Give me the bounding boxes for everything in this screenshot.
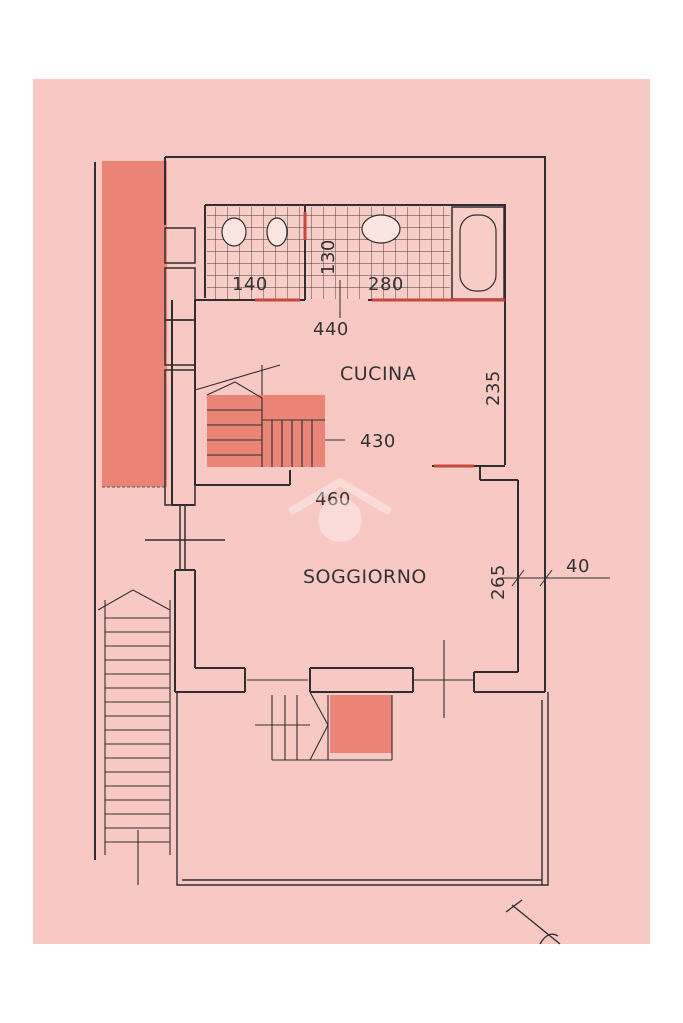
dim-kitchen-width-bottom: 430 xyxy=(360,431,396,452)
watermark-logo xyxy=(287,477,393,542)
dimension-lines xyxy=(325,280,610,587)
bathtub-inner xyxy=(459,214,497,292)
dim-kitchen-depth: 235 xyxy=(483,370,504,406)
entrance-steps xyxy=(247,640,474,761)
toilet-fixture xyxy=(221,217,247,247)
dim-bath-depth: 130 xyxy=(318,239,339,275)
bathroom-tiles xyxy=(207,207,450,299)
room-label-kitchen: CUCINA xyxy=(340,363,416,385)
north-arrow xyxy=(505,899,561,945)
dim-living-width: 460 xyxy=(315,489,351,510)
dim-living-depth: 265 xyxy=(488,564,509,600)
bidet-fixture xyxy=(266,217,288,247)
red-wall-accents xyxy=(255,212,505,468)
exterior-staircase xyxy=(97,589,171,885)
exterior-hatch-strip xyxy=(102,161,167,487)
internal-stair xyxy=(194,364,325,467)
terrace-outline xyxy=(176,692,549,886)
dim-kitchen-width-top: 440 xyxy=(313,319,349,340)
room-label-living: SOGGIORNO xyxy=(303,566,427,588)
left-windows xyxy=(145,227,225,570)
dim-wall-thickness: 40 xyxy=(566,556,590,577)
bathtub xyxy=(451,206,505,300)
dim-bath-right-width: 280 xyxy=(368,274,404,295)
sink-fixture xyxy=(361,214,401,244)
dim-bath-left-width: 140 xyxy=(232,274,268,295)
